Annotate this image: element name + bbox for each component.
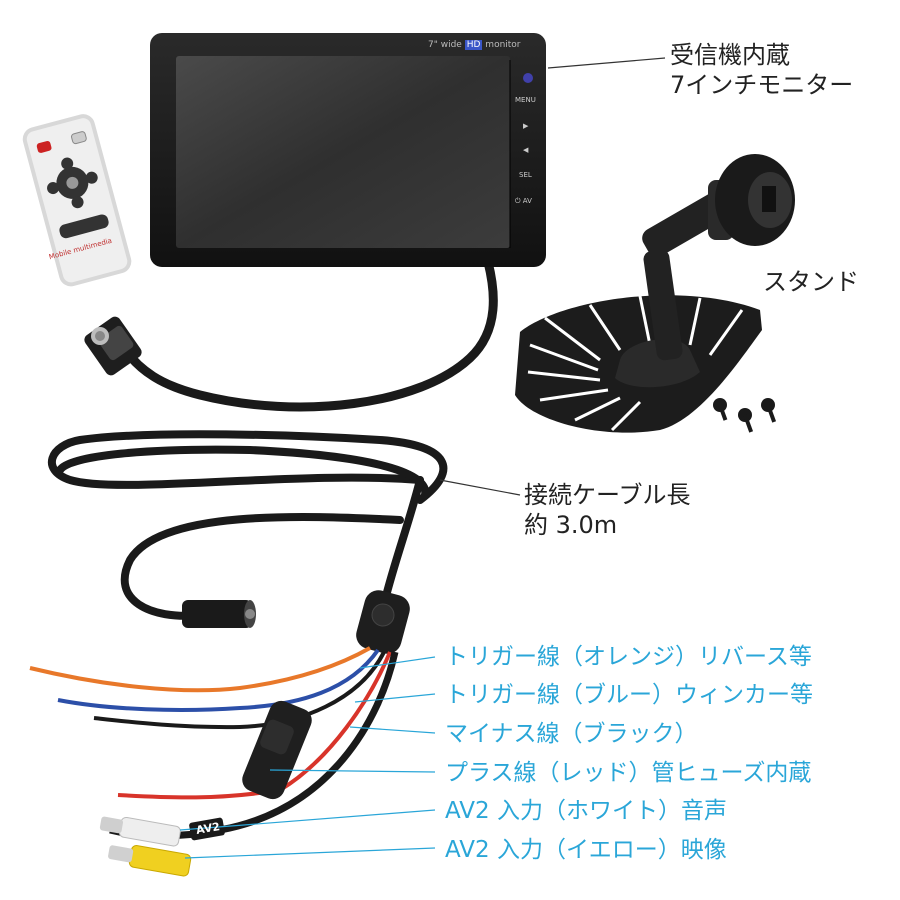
screws-icon <box>713 398 777 433</box>
breakout-junction-icon <box>356 590 410 654</box>
rca-yellow-icon <box>108 845 192 877</box>
wire-callout-lines <box>179 656 436 859</box>
callout-monitor-line1: 受信機内蔵 <box>670 41 790 69</box>
monitor-menu-button: MENU <box>515 96 536 104</box>
wire-label-orange: トリガー線（オレンジ）リバース等 <box>445 644 812 670</box>
wire-black <box>93 651 386 730</box>
rca-white-icon <box>99 816 181 847</box>
wire-label-red: プラス線（レッド）管ヒューズ内蔵 <box>445 760 812 786</box>
wire-label-av-yellow: AV2 入力（イエロー）映像 <box>445 837 727 863</box>
callout-monitor-line2: 7インチモニター <box>670 71 854 99</box>
monitor-left-button: ◀ <box>523 146 529 154</box>
remote-control-icon <box>22 114 132 287</box>
power-led <box>523 73 533 83</box>
barrel-connector-icon <box>182 600 256 628</box>
monitor-brand-text: 7" wide <box>428 40 462 50</box>
din-connector-icon <box>84 316 142 376</box>
wire-orange <box>29 646 371 693</box>
av-cable <box>109 651 399 840</box>
callout-cable-line2: 約 3.0m <box>524 511 618 539</box>
monitor-brand: 7" wide HD monitor <box>428 40 521 51</box>
wire-blue <box>57 648 380 712</box>
wire-label-black: マイナス線（ブラック） <box>445 721 698 747</box>
monitor-brand-suffix: monitor <box>485 40 521 50</box>
wire-label-av-white: AV2 入力（ホワイト）音声 <box>445 798 727 824</box>
callout-lines <box>439 57 666 496</box>
monitor-icon <box>150 33 546 267</box>
monitor-cable <box>120 257 498 412</box>
wire-label-blue: トリガー線（ブルー）ウィンカー等 <box>445 682 813 708</box>
stand-icon <box>515 154 795 433</box>
monitor-right-button: ▶ <box>523 122 529 130</box>
monitor-av-button: ⏻ AV <box>515 197 532 205</box>
hd-badge: HD <box>464 40 483 50</box>
fuse-holder-icon <box>242 700 312 800</box>
callout-cable-line1: 接続ケーブル長 <box>524 481 691 509</box>
callout-stand: スタンド <box>763 268 859 296</box>
monitor-sel-button: SEL <box>519 171 532 179</box>
monitor-screen <box>176 56 510 248</box>
coiled-cable <box>47 430 448 620</box>
